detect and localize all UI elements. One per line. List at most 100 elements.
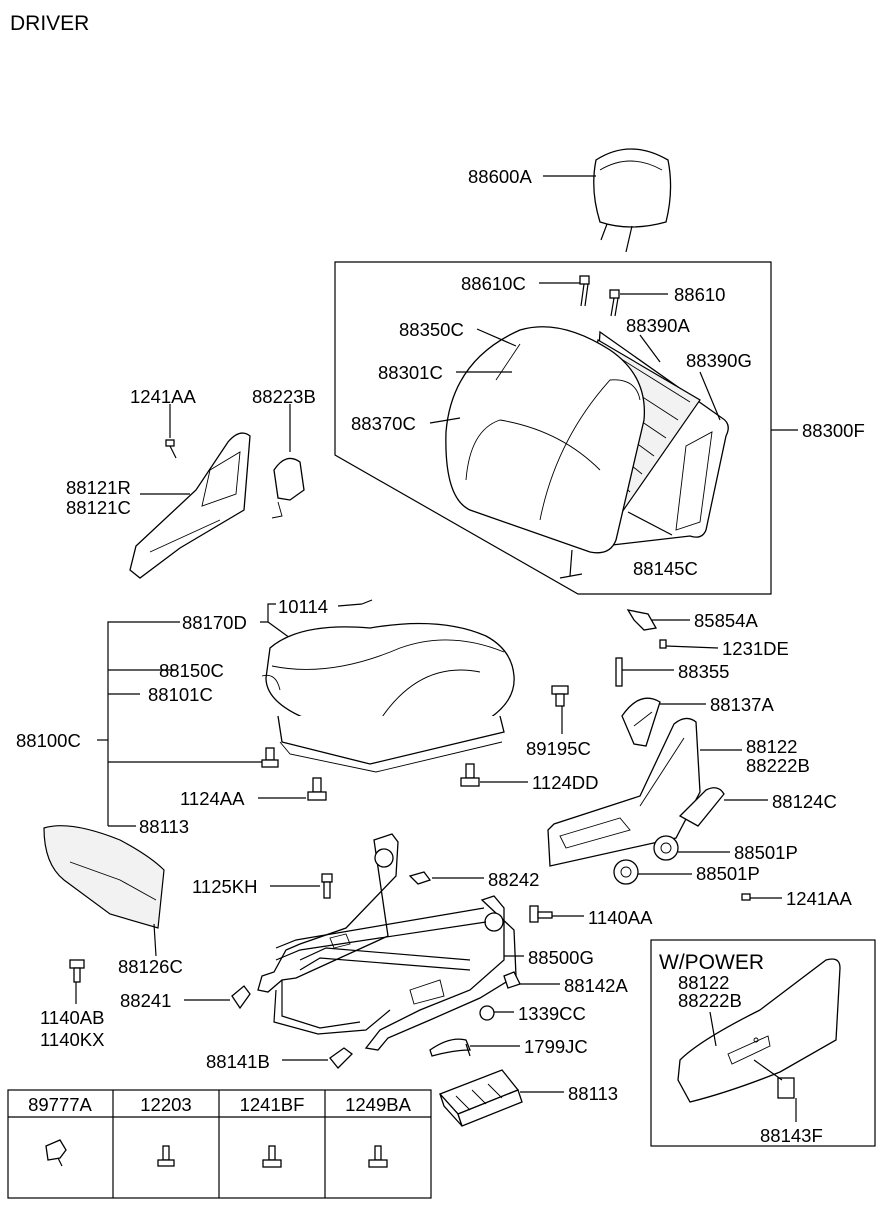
table-header-1241BF: 1241BF	[240, 1094, 305, 1115]
label-10114: 10114	[278, 596, 328, 617]
label-88300F: 88300F	[802, 420, 865, 441]
label-1799JC: 1799JC	[524, 1036, 588, 1057]
label-88610: 88610	[674, 284, 725, 305]
power-label-88222B: 88222B	[678, 990, 742, 1011]
screw-1241AA-right	[741, 893, 782, 901]
seatback-cover-88370C	[445, 326, 646, 554]
cover-88241	[231, 985, 251, 1010]
label-88501P-b: 88501P	[696, 863, 760, 884]
screw-12203-icon	[157, 1145, 175, 1167]
label-89195C: 89195C	[526, 738, 591, 759]
knob-88501P-a	[653, 835, 679, 861]
bracket-88137A	[621, 697, 661, 747]
clip-88242	[408, 871, 432, 885]
bolt-1124AA	[307, 777, 327, 801]
label-1140KX: 1140KX	[40, 1029, 104, 1050]
bolt-1124DD	[460, 763, 480, 787]
seat-cushion-group-bracket	[107, 621, 180, 826]
label-88355: 88355	[678, 661, 729, 682]
label-88242: 88242	[488, 869, 539, 890]
bolt-1125KH	[321, 873, 333, 899]
clip-88223B	[271, 457, 305, 519]
pin-88355	[615, 657, 623, 687]
side-trim-88121	[129, 432, 251, 579]
bolt-1140AB	[69, 959, 85, 983]
label-88101C: 88101C	[148, 684, 213, 705]
knob-88501P-b	[613, 859, 639, 885]
label-88500G: 88500G	[528, 947, 594, 968]
power-switch-88143F	[777, 1077, 795, 1099]
label-1124AA: 1124AA	[180, 788, 245, 809]
label-88124C: 88124C	[772, 791, 837, 812]
label-1125KH: 1125KH	[192, 876, 257, 897]
screw-1241AA-top	[165, 439, 177, 459]
label-1140AA: 1140AA	[588, 907, 653, 928]
table-header-12203: 12203	[140, 1094, 191, 1115]
label-85854A: 85854A	[694, 610, 758, 631]
label-88145C: 88145C	[633, 558, 698, 579]
screw-1249BA-icon	[368, 1145, 388, 1168]
label-88121R: 88121R	[66, 477, 131, 498]
label-1124DD: 1124DD	[532, 772, 599, 793]
label-88113-top: 88113	[139, 816, 189, 837]
seatback-box-88300F	[334, 261, 772, 595]
bolt-88113-a	[261, 747, 279, 768]
cable-1799JC	[429, 1038, 471, 1057]
label-88121C: 88121C	[66, 497, 131, 518]
tray-88113	[438, 1069, 523, 1127]
label-88100C: 88100C	[16, 730, 81, 751]
label-1241AA-right: 1241AA	[786, 888, 852, 909]
power-label-88122: 88122	[678, 972, 729, 993]
label-88501P-a: 88501P	[734, 842, 798, 863]
knob-cover-88124C	[678, 787, 725, 827]
nut-1339CC	[479, 1005, 495, 1021]
label-1231DE: 1231DE	[722, 638, 789, 659]
label-1339CC: 1339CC	[518, 1003, 586, 1024]
power-box	[650, 939, 876, 1147]
label-88390G: 88390G	[686, 350, 752, 371]
bracket-88142A	[503, 971, 521, 989]
seat-track-frame-88500G	[257, 833, 517, 1051]
label-88126C: 88126C	[118, 956, 183, 977]
label-88122: 88122	[746, 736, 797, 757]
label-88150C: 88150C	[159, 660, 224, 681]
headrest-guide-88610	[609, 289, 620, 317]
table-header-89777A: 89777A	[28, 1094, 92, 1115]
clip-10114	[361, 599, 373, 605]
label-88142A: 88142A	[564, 975, 628, 996]
screw-1241BF-icon	[262, 1145, 282, 1168]
label-88223B: 88223B	[252, 386, 316, 407]
screw-1231DE	[659, 639, 719, 649]
label-88301C: 88301C	[378, 362, 443, 383]
seat-cushion-88150C	[261, 622, 515, 773]
seatback-bottom-pin	[569, 549, 573, 577]
label-88241: 88241	[120, 990, 171, 1011]
bolt-1140AA	[529, 905, 553, 923]
headrest-88600A	[593, 148, 672, 253]
table-header-1249BA: 1249BA	[345, 1094, 411, 1115]
fastener-table: 89777A 12203 1241BF 1249BA	[7, 1089, 432, 1199]
cover-88141B	[329, 1047, 353, 1069]
label-88170D: 88170D	[182, 612, 247, 633]
power-label-88143F: 88143F	[760, 1125, 823, 1146]
diagram-title: DRIVER	[10, 12, 89, 35]
label-88222B: 88222B	[746, 755, 810, 776]
label-88390A: 88390A	[626, 315, 690, 336]
label-88610C: 88610C	[461, 273, 526, 294]
label-88137A: 88137A	[710, 694, 774, 715]
label-1140AB: 1140AB	[40, 1007, 104, 1028]
label-88600A: 88600A	[468, 166, 532, 187]
clip-89777A-icon	[45, 1139, 67, 1167]
headrest-guide-88610C	[579, 275, 590, 307]
power-box-title: W/POWER	[659, 951, 764, 974]
power-side-shield	[677, 958, 841, 1103]
clip-85854A	[626, 609, 658, 631]
label-88113-bottom: 88113	[568, 1083, 618, 1104]
label-88350C: 88350C	[399, 319, 464, 340]
bolt-89195C	[551, 685, 569, 707]
front-cover-88126C	[43, 825, 165, 929]
label-88141B: 88141B	[206, 1051, 270, 1072]
label-1241AA-top: 1241AA	[130, 386, 196, 407]
label-88370C: 88370C	[351, 413, 416, 434]
